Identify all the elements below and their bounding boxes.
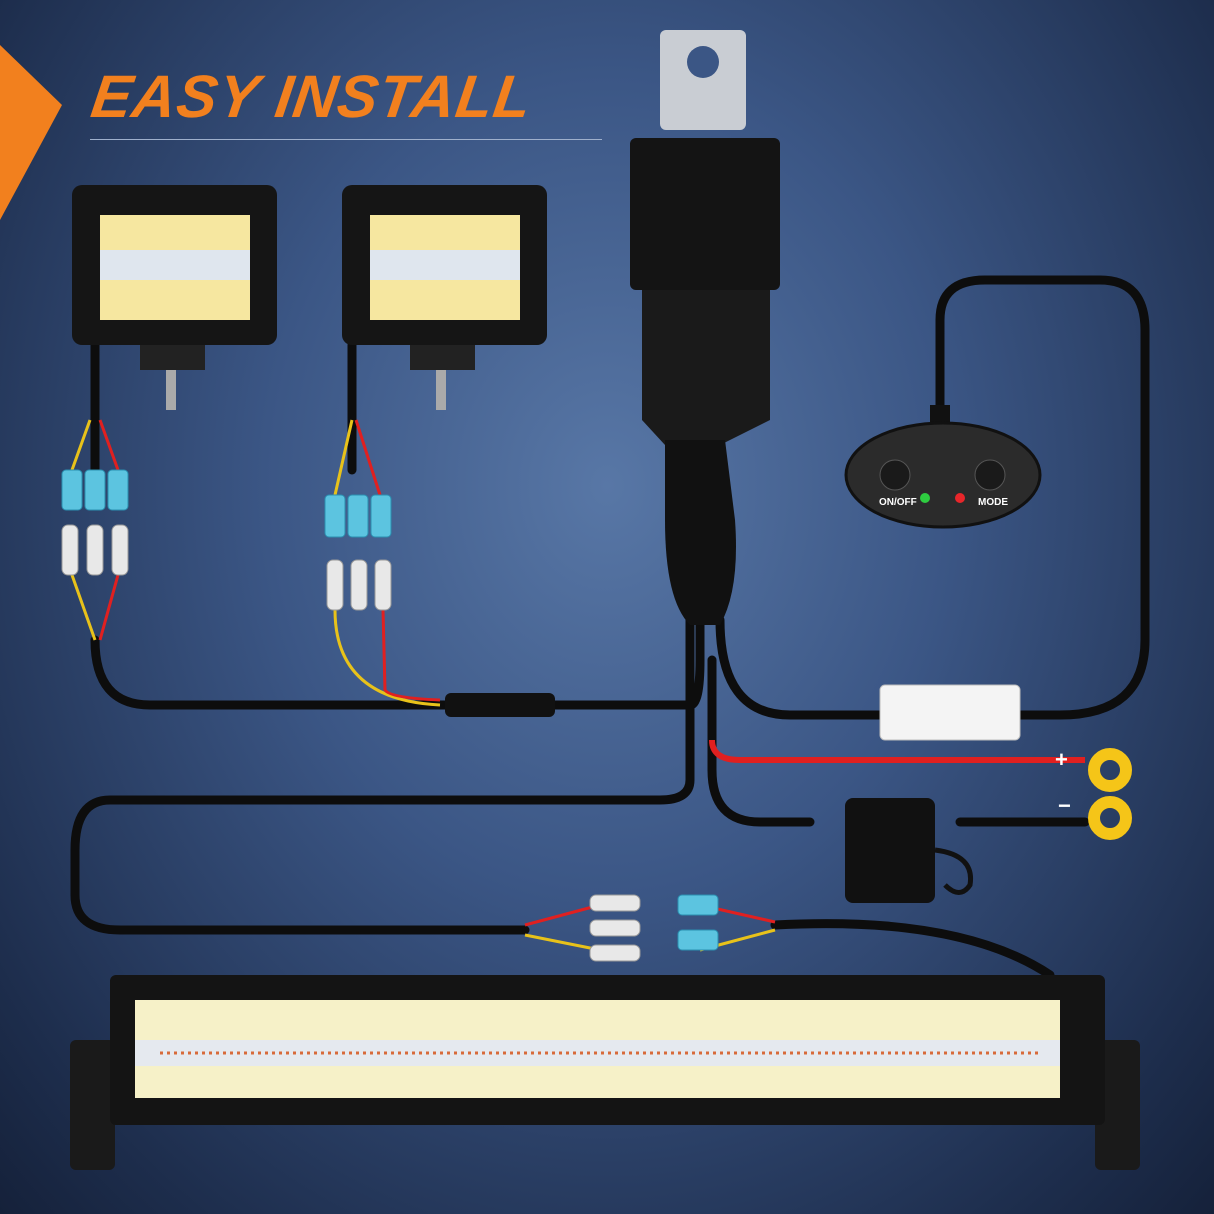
on-led-icon <box>920 493 930 503</box>
mode-label: MODE <box>978 497 1008 508</box>
switch-connector <box>879 684 1021 741</box>
pod-light-right <box>342 185 547 410</box>
harness-wires <box>70 275 1150 980</box>
mode-button[interactable] <box>974 459 1006 491</box>
positive-label: + <box>1055 747 1068 772</box>
on-off-label: ON/OFF <box>879 497 917 508</box>
relay <box>630 30 780 625</box>
on-off-button[interactable] <box>879 459 911 491</box>
battery-ring-terminals <box>1088 748 1132 840</box>
title-divider <box>90 139 602 140</box>
negative-label: − <box>1058 793 1071 818</box>
mode-led-icon <box>955 493 965 503</box>
pod-light-left <box>72 185 277 410</box>
rocker-switch-panel <box>844 405 1042 529</box>
corner-accent <box>0 45 62 220</box>
led-light-bar <box>70 975 1140 1170</box>
fuse-holder <box>845 798 974 903</box>
heat-shrink <box>445 693 555 717</box>
page-title: EASY INSTALL <box>87 63 537 130</box>
spade-terminals <box>61 469 719 962</box>
